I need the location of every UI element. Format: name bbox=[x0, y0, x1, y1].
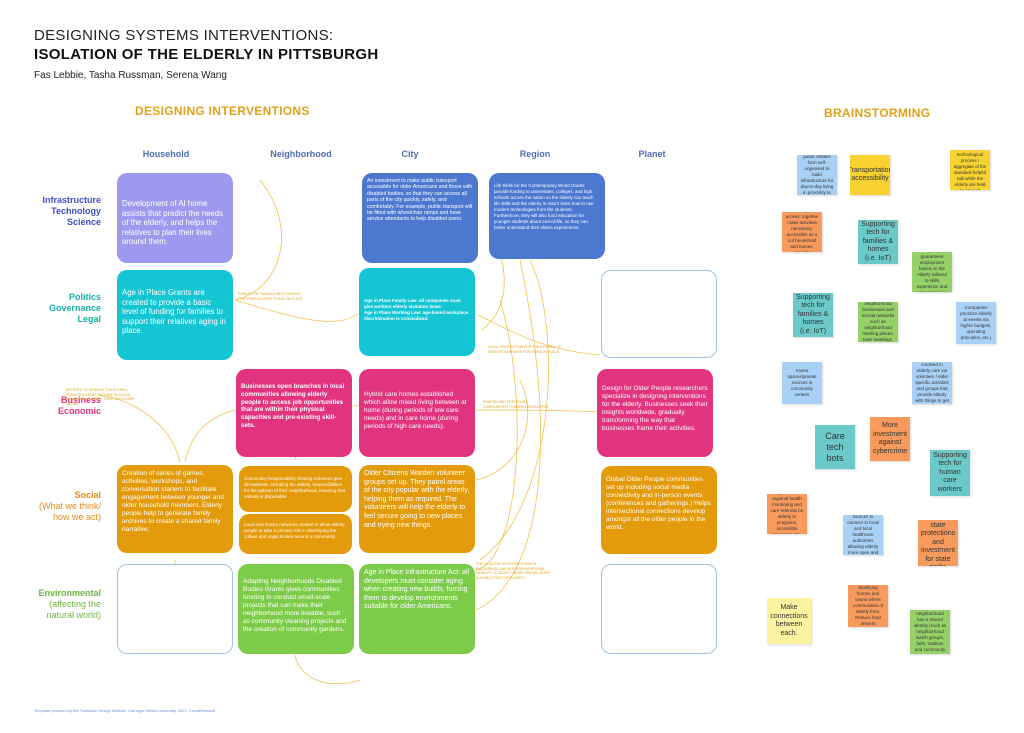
column-city: City bbox=[401, 149, 419, 159]
card-household-environmental-empty bbox=[117, 564, 233, 654]
card-city-business: Hybrid care homes established which allo… bbox=[359, 369, 475, 457]
row-social: Social bbox=[74, 490, 101, 500]
card-region-infrastructure: Life Skills for the Contemporary World G… bbox=[489, 173, 605, 259]
section-designing-interventions: DESIGNING INTERVENTIONS bbox=[135, 104, 310, 118]
sticky-note: Companies prioritize elderly at events v… bbox=[956, 302, 996, 344]
sticky-note: Care tech bots bbox=[815, 425, 855, 469]
title-line-1: DESIGNING SYSTEMS INTERVENTIONS: bbox=[34, 27, 334, 44]
card-household-infrastructure: Development of AI home assists that pred… bbox=[117, 173, 233, 263]
sticky-note: Supporting tech for families & homes (i.… bbox=[858, 220, 898, 264]
footer-credit: Template provided by the Transition Desi… bbox=[34, 708, 216, 713]
sticky-note: Modifying homes and towns where communit… bbox=[848, 585, 888, 627]
row-politics: Politics Governance Legal bbox=[48, 292, 101, 324]
column-neighborhood: Neighborhood bbox=[270, 149, 332, 159]
note-legal: LEGAL PROTECTION FOR THE ELDERLY TO REMO… bbox=[488, 345, 562, 354]
sticky-note: Everyone in the neighborhood has a share… bbox=[910, 610, 950, 654]
card-neighborhood-business: Businesses open branches in local commun… bbox=[236, 369, 352, 457]
authors: Fas Lebbie, Tasha Russman, Serena Wang bbox=[34, 70, 227, 81]
sticky-note: Better state protections and investment … bbox=[918, 520, 958, 566]
sticky-note: Community-based right of access: togethe… bbox=[782, 212, 822, 252]
column-planet: Planet bbox=[638, 149, 666, 159]
card-neighborhood-social-2: Local oral history networks created to a… bbox=[239, 514, 352, 554]
card-planet-business: Design for Older People researchers spec… bbox=[597, 369, 713, 457]
card-household-politics: Age in Place Grants are created to provi… bbox=[117, 270, 233, 360]
sticky-note: More investment against cybercrime bbox=[870, 417, 910, 461]
sticky-note: Transportation accessibility bbox=[850, 155, 890, 195]
sticky-note: Fund policy to local neighborhood busine… bbox=[858, 302, 898, 342]
card-city-social: Older Citizens Warden volunteer groups s… bbox=[359, 465, 475, 553]
sticky-note: Private and public entities form self-or… bbox=[797, 155, 837, 195]
sticky-note: Supporting tech for human care workers bbox=[930, 450, 970, 496]
sticky-note: Intergenerational regional health monito… bbox=[767, 494, 807, 534]
card-planet-politics-empty bbox=[601, 270, 717, 358]
title-line-2: ISOLATION OF THE ELDERLY IN PITTSBURGH bbox=[34, 46, 379, 63]
card-household-social: Creation of series of games, activities,… bbox=[117, 465, 233, 553]
note-cluster: THE CLUSTER OF EFFORTS WHICH ENCOURAGE A… bbox=[476, 562, 550, 580]
section-brainstorming: BRAINSTORMING bbox=[824, 106, 931, 120]
card-city-environmental: Age in Place Infrastructure Act: all dev… bbox=[359, 564, 475, 654]
card-city-politics: Age in Place Family Law: all companies m… bbox=[359, 268, 475, 356]
note-isolation: EFFORTS TO REMOVE THE ELDERLY FROM ISOLA… bbox=[66, 388, 135, 406]
card-planet-environmental-empty bbox=[601, 564, 717, 654]
column-household: Household bbox=[142, 149, 190, 159]
sticky-note: Policies that are empathy-guaranteed emp… bbox=[912, 252, 952, 292]
card-city-infrastructure: An investment to make public transport a… bbox=[362, 173, 478, 263]
column-region: Region bbox=[519, 149, 551, 159]
card-neighborhood-environmental: Adapting Neighborhoods Disabled Bodies G… bbox=[238, 564, 354, 654]
card-planet-social: Global Older People communities set up i… bbox=[601, 466, 717, 554]
sticky-note: Make connections between each. bbox=[767, 598, 811, 644]
note-shared: SHARED AND FOSTER ALL COMMUNITIES TOWARD… bbox=[483, 400, 549, 409]
note-funds: FUNDS FOR FAMILIES WHO CHOOSE FOR THEIR … bbox=[238, 292, 303, 301]
row-environmental-subtitle: (affecting the natural world) bbox=[46, 599, 101, 620]
row-social-subtitle: (What we think/ how we act) bbox=[38, 501, 101, 522]
sticky-note: Invest spaces/private sources in communi… bbox=[782, 362, 822, 404]
sticky-note: Public support platforms and local autho… bbox=[843, 515, 883, 555]
sticky-note: Tech aids for technological process / ag… bbox=[950, 150, 990, 190]
row-business: Business Economic bbox=[57, 395, 101, 416]
row-environmental: Environmental bbox=[38, 588, 101, 598]
card-neighborhood-social-1: Community Responsibility Sharing Schemes… bbox=[239, 466, 352, 512]
sticky-note: Supporting tech for families & homes (i.… bbox=[793, 293, 833, 337]
sticky-note: getting more community members involved … bbox=[912, 362, 952, 404]
row-infrastructure: Infrastructure Technology Science bbox=[42, 195, 101, 227]
